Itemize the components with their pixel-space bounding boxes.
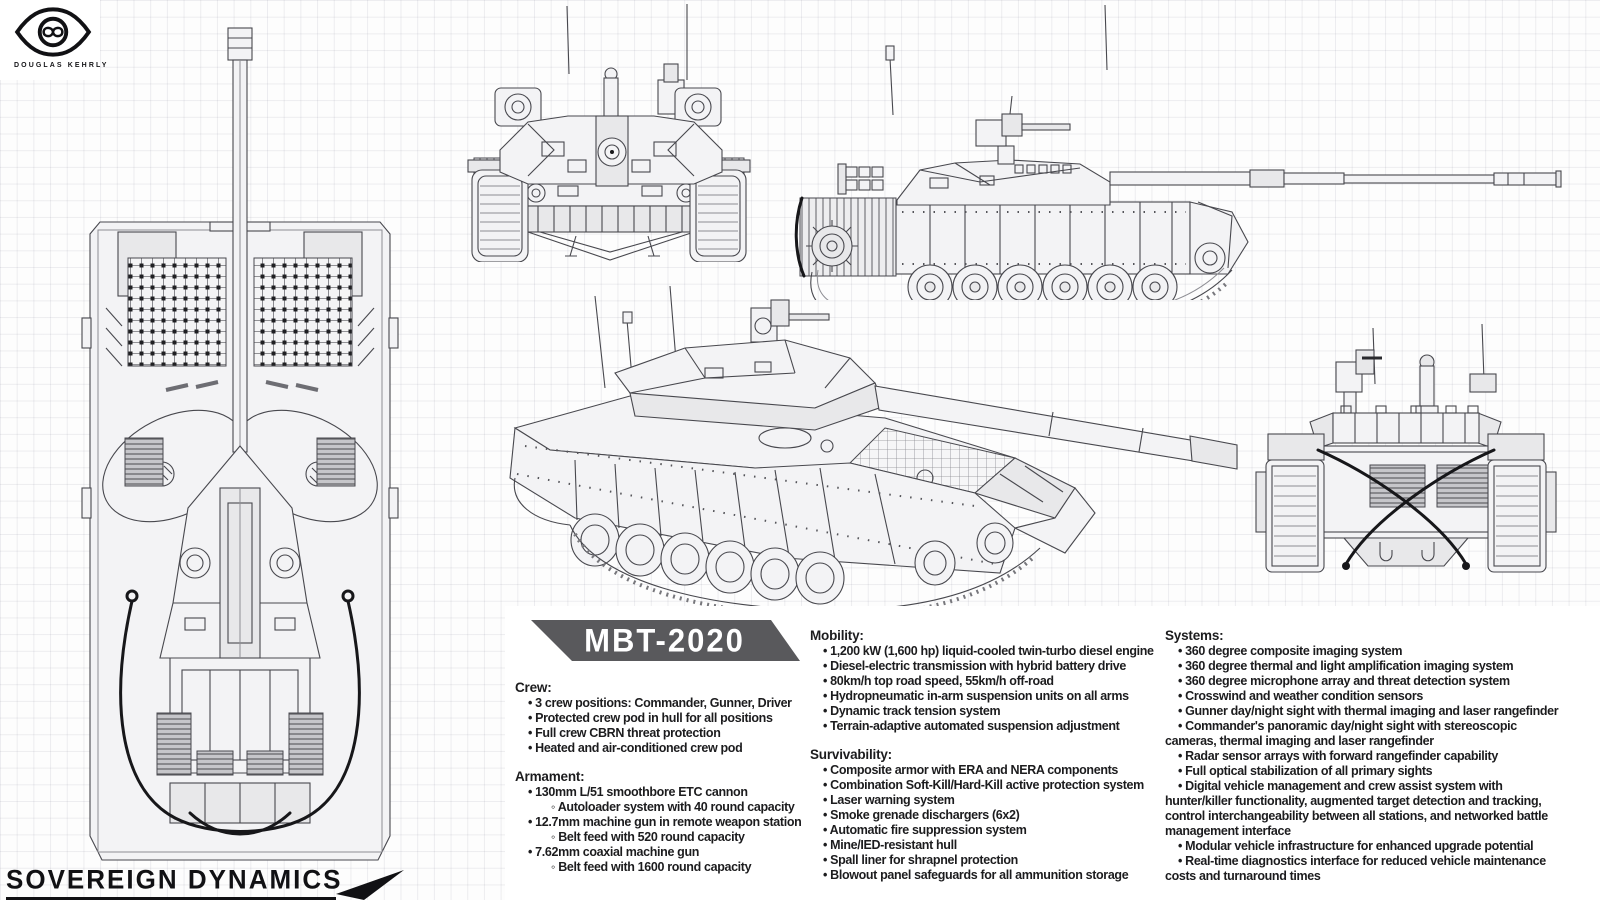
spec-item: • Digital vehicle management and crew as… <box>1165 779 1548 838</box>
spec-section-systems: Systems: • 360 degree composite imaging … <box>1165 628 1559 884</box>
front-view-drawing <box>467 4 751 262</box>
spec-item: • Spall liner for shrapnel protection <box>823 853 1018 867</box>
rear-view-drawing <box>1255 323 1557 573</box>
section-heading: Crew: <box>515 680 552 695</box>
spec-item: • Dynamic track tension system <box>823 704 1001 718</box>
spec-item: • 12.7mm machine gun in remote weapon st… <box>528 815 802 829</box>
spec-item: • 130mm L/51 smoothbore ETC cannon <box>528 785 748 799</box>
model-title-banner: MBT-2020 <box>531 620 800 661</box>
spec-item: • Smoke grenade dischargers (6x2) <box>823 808 1020 822</box>
side-view-drawing <box>794 4 1562 300</box>
spec-item: • 360 degree microphone array and threat… <box>1178 674 1510 688</box>
spec-item: ◦ Autoloader system with 40 round capaci… <box>551 800 795 814</box>
spec-section-armament: Armament: • 130mm L/51 smoothbore ETC ca… <box>515 769 807 875</box>
spec-item: • 80km/h top road speed, 55km/h off-road <box>823 674 1054 688</box>
spec-item: • 7.62mm coaxial machine gun <box>528 845 700 859</box>
company-name: SOVEREIGN DYNAMICS <box>6 864 343 895</box>
section-heading: Mobility: <box>810 628 864 643</box>
wordmark-arrow-icon <box>336 870 404 900</box>
spec-item: • Modular vehicle infrastructure for enh… <box>1178 839 1534 853</box>
company-wordmark: SOVEREIGN DYNAMICS <box>6 864 426 900</box>
spec-section-mobility: Mobility: • 1,200 kW (1,600 hp) liquid-c… <box>810 628 1164 734</box>
section-heading: Systems: <box>1165 628 1224 643</box>
spec-panel: MBT-2020 Crew: • 3 crew positions: Comma… <box>505 606 1600 900</box>
spec-item: • 1,200 kW (1,600 hp) liquid-cooled twin… <box>823 644 1154 658</box>
spec-item: ◦ Belt feed with 520 round capacity <box>551 830 745 844</box>
section-items: • 130mm L/51 smoothbore ETC cannon◦ Auto… <box>515 785 807 875</box>
spec-item: • Diesel-electric transmission with hybr… <box>823 659 1126 673</box>
wordmark-underline <box>6 897 336 900</box>
spec-item: • Laser warning system <box>823 793 955 807</box>
spec-item: • Real-time diagnostics interface for re… <box>1165 854 1546 883</box>
spec-column-1: MBT-2020 Crew: • 3 crew positions: Comma… <box>515 620 807 888</box>
spec-item: • Radar sensor arrays with forward range… <box>1178 749 1498 763</box>
spec-item: • Mine/IED-resistant hull <box>823 838 957 852</box>
spec-item: • Combination Soft-Kill/Hard-Kill active… <box>823 778 1144 792</box>
spec-column-3: Systems: • 360 degree composite imaging … <box>1165 628 1559 897</box>
model-name: MBT-2020 <box>584 621 745 659</box>
spec-item: • 360 degree thermal and light amplifica… <box>1178 659 1514 673</box>
logo: DOUGLAS KEHRLY <box>14 4 134 69</box>
section-items: • 360 degree composite imaging system• 3… <box>1165 644 1559 884</box>
designer-name: DOUGLAS KEHRLY <box>14 62 109 69</box>
spec-item: • Hydropneumatic in-arm suspension units… <box>823 689 1129 703</box>
spec-item: • Full optical stabilization of all prim… <box>1178 764 1433 778</box>
spec-item: • Commander's panoramic day/night sight … <box>1165 719 1517 748</box>
spec-item: • 360 degree composite imaging system <box>1178 644 1403 658</box>
spec-section-crew: Crew: • 3 crew positions: Commander, Gun… <box>515 680 807 756</box>
spec-item: • Composite armor with ERA and NERA comp… <box>823 763 1119 777</box>
spec-item: • Heated and air-conditioned crew pod <box>528 741 743 755</box>
spec-column-2: Mobility: • 1,200 kW (1,600 hp) liquid-c… <box>810 628 1164 896</box>
section-items: • Composite armor with ERA and NERA comp… <box>810 763 1164 883</box>
spec-item: • Full crew CBRN threat protection <box>528 726 721 740</box>
spec-section-survivability: Survivability: • Composite armor with ER… <box>810 747 1164 883</box>
section-heading: Armament: <box>515 769 585 784</box>
spec-item: • Gunner day/night sight with thermal im… <box>1178 704 1559 718</box>
top-view-drawing <box>81 27 399 861</box>
spec-item: • Crosswind and weather condition sensor… <box>1178 689 1423 703</box>
spec-item: • Protected crew pod in hull for all pos… <box>528 711 773 725</box>
spec-item: • Automatic fire suppression system <box>823 823 1027 837</box>
eye-logo-icon <box>14 7 92 57</box>
spec-item: • 3 crew positions: Commander, Gunner, D… <box>528 696 792 710</box>
spec-item: ◦ Belt feed with 1600 round capacity <box>551 860 752 874</box>
spec-item: • Terrain-adaptive automated suspension … <box>823 719 1120 733</box>
section-heading: Survivability: <box>810 747 892 762</box>
spec-item: • Blowout panel safeguards for all ammun… <box>823 868 1129 882</box>
perspective-view-drawing <box>509 285 1238 618</box>
section-items: • 3 crew positions: Commander, Gunner, D… <box>515 696 807 756</box>
section-items: • 1,200 kW (1,600 hp) liquid-cooled twin… <box>810 644 1164 734</box>
